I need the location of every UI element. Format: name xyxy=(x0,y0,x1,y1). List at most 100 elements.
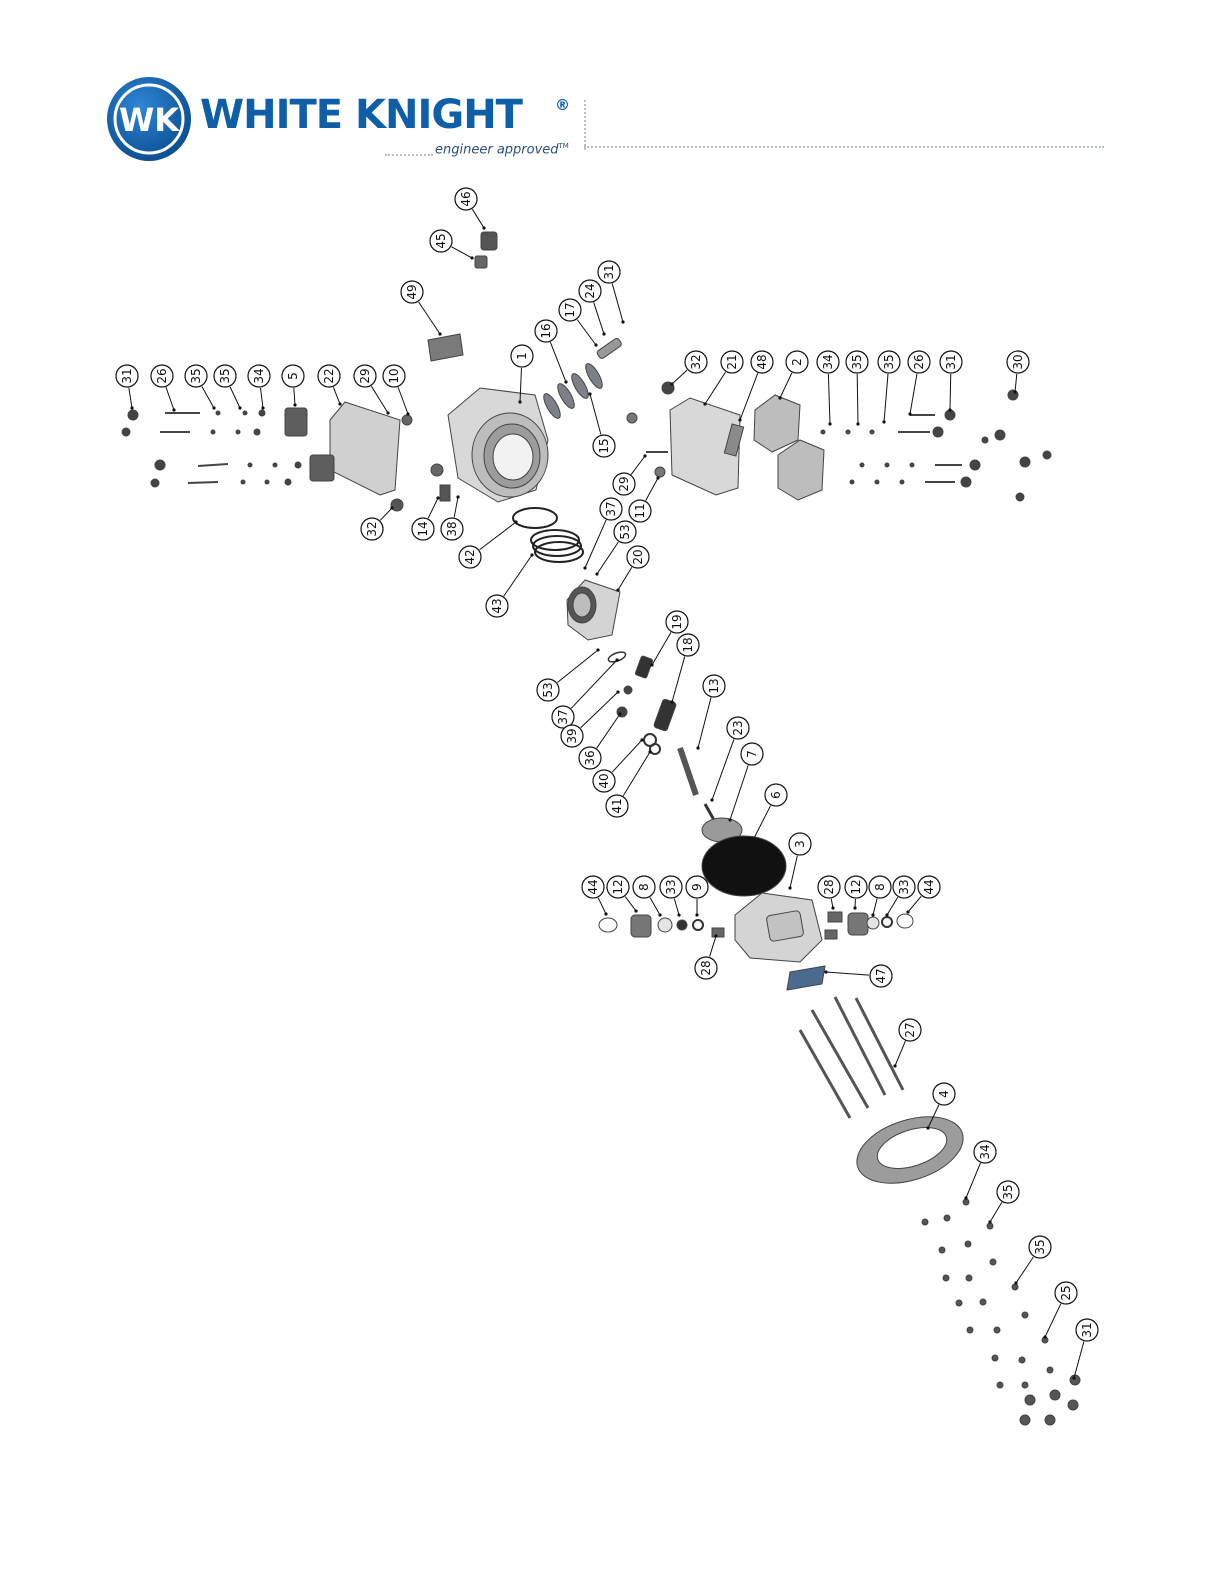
diagram-parts xyxy=(122,232,1080,1425)
callout-number: 32 xyxy=(365,521,379,536)
callout-leader xyxy=(618,567,632,590)
callout-c31c: 31 xyxy=(940,351,962,412)
callout-arrowhead xyxy=(406,412,409,415)
callout-leader xyxy=(712,739,734,800)
callout-arrowhead xyxy=(390,506,393,509)
callout-number: 48 xyxy=(755,354,769,369)
callout-c12a: 12 xyxy=(607,876,638,913)
callout-c10: 10 xyxy=(383,365,410,416)
callout-leader xyxy=(625,897,636,911)
callout-arrowhead xyxy=(456,495,459,498)
part-flange-4 xyxy=(848,1104,971,1195)
callout-leader xyxy=(646,478,658,500)
callout-arrowhead xyxy=(1014,1281,1017,1284)
callout-c35c: 35 xyxy=(846,351,868,426)
callout-c35f: 35 xyxy=(1014,1236,1051,1285)
callout-number: 41 xyxy=(610,798,624,813)
callout-c53a: 53 xyxy=(595,521,636,576)
callout-number: 29 xyxy=(617,476,631,491)
callout-arrowhead xyxy=(658,913,661,916)
callout-arrowhead xyxy=(386,411,389,414)
callout-leader xyxy=(857,374,858,424)
callout-c15: 15 xyxy=(588,392,615,457)
callout-number: 37 xyxy=(604,501,618,516)
callout-c28a: 28 xyxy=(695,934,718,979)
callout-arrowhead xyxy=(338,402,341,405)
callout-number: 53 xyxy=(618,524,632,539)
callout-c46: 46 xyxy=(455,188,486,230)
callout-leader xyxy=(966,1163,980,1198)
callout-c47: 47 xyxy=(824,965,892,987)
callout-c9: 9 xyxy=(686,876,708,917)
callout-number: 32 xyxy=(689,354,703,369)
part-cap-2-lower xyxy=(778,440,824,500)
callout-number: 17 xyxy=(563,302,577,317)
part-shaft-13 xyxy=(680,748,696,795)
part-piston-20 xyxy=(567,580,620,640)
callout-arrowhead xyxy=(648,750,651,753)
callout-leader xyxy=(557,650,598,683)
callout-arrowhead xyxy=(1013,390,1016,393)
callout-c5: 5 xyxy=(282,365,304,407)
callout-number: 34 xyxy=(978,1144,992,1159)
callout-number: 5 xyxy=(286,372,300,380)
callout-number: 37 xyxy=(556,709,570,724)
callout-number: 31 xyxy=(1080,1322,1094,1337)
callout-c33a: 33 xyxy=(660,876,682,917)
part-body xyxy=(448,388,548,502)
callout-c31a: 31 xyxy=(598,261,625,324)
callout-c26a: 26 xyxy=(151,365,176,412)
part-rings-43 xyxy=(531,530,583,562)
callout-number: 18 xyxy=(681,637,695,652)
callout-c40: 40 xyxy=(593,738,644,792)
part-17 xyxy=(596,337,622,359)
callout-c31d: 31 xyxy=(1072,1319,1098,1380)
callout-c8b: 8 xyxy=(869,876,891,917)
callout-leader xyxy=(873,899,877,915)
callout-number: 27 xyxy=(903,1022,917,1037)
callout-arrowhead xyxy=(595,572,598,575)
callout-c35d: 35 xyxy=(878,351,900,424)
callout-arrowhead xyxy=(703,402,706,405)
callout-arrowhead xyxy=(885,913,888,916)
callout-arrowhead xyxy=(621,320,624,323)
callout-leader xyxy=(1074,1342,1084,1378)
callout-c7: 7 xyxy=(728,743,763,822)
callout-leader xyxy=(597,542,618,574)
part-pin-23 xyxy=(705,804,714,820)
callout-arrowhead xyxy=(293,403,296,406)
callout-arrowhead xyxy=(926,1126,929,1129)
callout-leader xyxy=(730,765,748,820)
callout-number: 12 xyxy=(849,879,863,894)
callout-arrowhead xyxy=(738,418,741,421)
callout-number: 31 xyxy=(602,264,616,279)
callout-arrowhead xyxy=(856,422,859,425)
callout-number: 19 xyxy=(670,614,684,629)
callout-c2: 2 xyxy=(778,351,808,400)
callout-leader xyxy=(884,374,888,422)
callout-c35e: 35 xyxy=(988,1181,1019,1224)
callout-c6: 6 xyxy=(748,784,787,848)
callout-c21: 21 xyxy=(703,351,743,406)
part-cap-5-upper xyxy=(285,408,307,436)
callout-arrowhead xyxy=(964,1196,967,1199)
callout-c31b: 31 xyxy=(116,365,138,410)
callout-number: 42 xyxy=(463,549,477,564)
part-left-valve-row xyxy=(599,915,724,937)
callout-leader xyxy=(594,302,604,334)
callout-arrowhead xyxy=(828,422,831,425)
callout-leader xyxy=(398,387,408,414)
callout-leader xyxy=(790,856,797,888)
callout-leader xyxy=(895,1041,905,1066)
callout-leader xyxy=(652,632,671,665)
callout-leader xyxy=(950,374,951,410)
callout-c26b: 26 xyxy=(908,351,930,416)
callout-number: 12 xyxy=(611,879,625,894)
callout-number: 35 xyxy=(882,354,896,369)
callout-arrowhead xyxy=(650,663,653,666)
callout-arrowhead xyxy=(788,886,791,889)
callout-arrowhead xyxy=(670,700,673,703)
callout-leader xyxy=(1015,374,1017,392)
callout-number: 20 xyxy=(631,549,645,564)
